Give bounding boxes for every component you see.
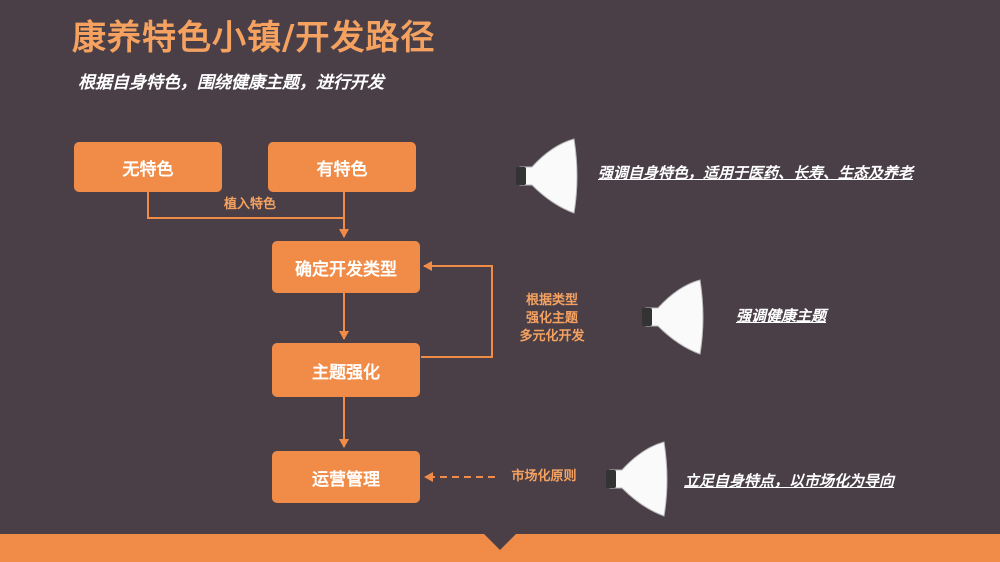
box-operation: 运营管理 <box>272 451 420 503</box>
note-feature: 强调自身特色，适用于医药、长寿、生态及养老 <box>598 164 914 182</box>
label-implant: 植入特色 <box>223 197 276 212</box>
page-title: 康养特色小镇/开发路径 <box>72 18 436 58</box>
box-theme-strengthen: 主题强化 <box>272 343 420 397</box>
note-market: 立足自身特点，以市场化为导向 <box>684 472 895 490</box>
connector-no-feature <box>147 192 344 219</box>
bottom-notch <box>484 534 516 550</box>
box-no-feature: 无特色 <box>74 142 222 192</box>
page-subtitle: 根据自身特色，围绕健康主题，进行开发 <box>78 73 384 93</box>
funnel-icon <box>642 279 704 355</box>
note-health: 强调健康主题 <box>736 307 827 325</box>
label-loop: 根据类型 强化主题 多元化开发 <box>504 292 600 346</box>
funnel-icon <box>606 441 668 517</box>
funnel-icon <box>516 138 578 214</box>
box-has-feature: 有特色 <box>268 142 416 192</box>
connector-loop <box>421 261 493 358</box>
label-loop-line1: 根据类型 <box>525 293 578 308</box>
label-loop-line2: 强化主题 <box>525 311 578 326</box>
box-determine-type: 确定开发类型 <box>272 241 420 293</box>
label-market: 市场化原则 <box>511 469 577 484</box>
label-loop-line3: 多元化开发 <box>519 329 585 344</box>
